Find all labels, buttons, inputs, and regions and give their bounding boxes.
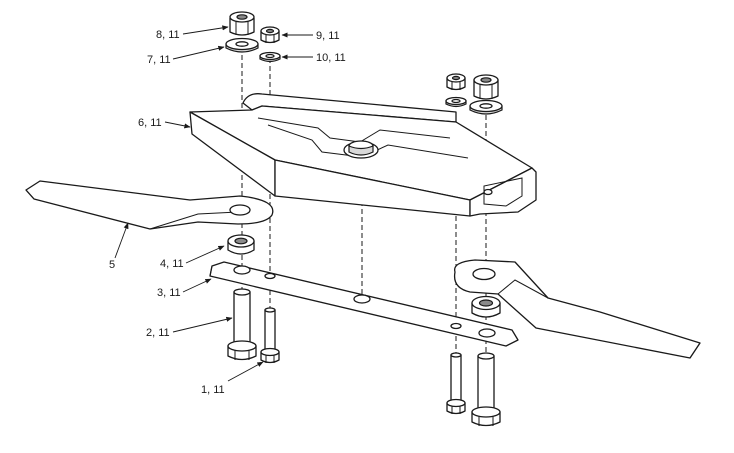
hex-bolt-small-right [446,352,466,415]
spacer-bushing [227,234,255,255]
flat-washer-small-right [445,96,467,108]
callout-9-11: 9, 11 [316,30,340,42]
hex-bolt-large-right [471,352,501,427]
flat-washer-large-right [469,99,503,115]
lock-nut-large-right [473,74,499,100]
lock-nut-large [229,11,255,36]
callout-8-11: 8, 11 [156,29,180,41]
lock-nut-small-right [446,73,466,91]
callout-10-11: 10, 11 [316,52,346,64]
callout-7-11: 7, 11 [147,54,171,66]
stiffener-plate [209,261,519,347]
callout-5: 5 [109,259,115,271]
flat-washer-small [259,51,281,63]
callout-6-11: 6, 11 [138,117,162,129]
right-blade [453,259,701,359]
lock-nut-small [260,26,280,44]
flat-washer-large [225,37,259,53]
hex-bolt-small [260,307,280,364]
callout-labels: 8, 11 7, 11 9, 11 10, 11 6, 11 5 4, 11 3… [109,29,346,396]
left-blade [25,180,274,230]
callout-1-11: 1, 11 [201,384,225,396]
hex-bolt-large [227,288,257,361]
callout-4-11: 4, 11 [160,258,184,270]
channel-bracket [189,93,537,217]
callout-2-11: 2, 11 [146,327,170,339]
callout-3-11: 3, 11 [157,287,181,299]
spacer-bushing-right [471,295,501,318]
callout-leaders [114,25,313,382]
